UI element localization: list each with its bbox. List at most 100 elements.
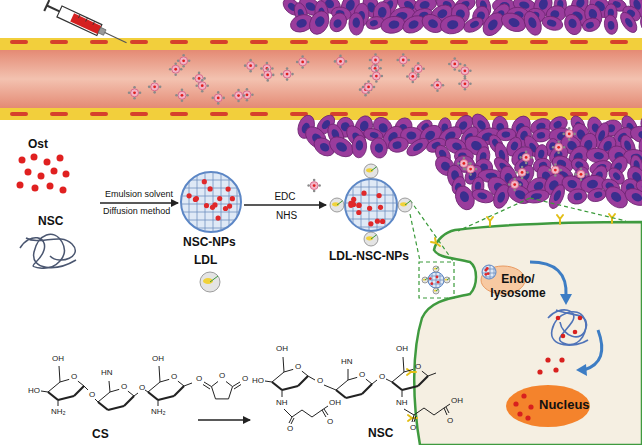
drawing-part bbox=[153, 91, 156, 94]
drawing-part bbox=[371, 235, 377, 239]
atom-label: HN bbox=[341, 358, 353, 367]
drawing-part bbox=[525, 162, 528, 165]
arrowheads bbox=[560, 294, 587, 376]
drawing-part bbox=[217, 91, 220, 94]
drawing-part bbox=[369, 59, 372, 62]
drawing-part bbox=[159, 86, 162, 89]
drawing-part bbox=[436, 84, 439, 87]
drawing-part bbox=[370, 75, 373, 78]
tumor-cell-nucleus bbox=[573, 192, 583, 201]
carrier-particle bbox=[515, 166, 529, 180]
tumor-cell bbox=[586, 187, 607, 203]
drawing-part bbox=[458, 83, 461, 86]
drawing-part bbox=[436, 272, 437, 288]
bond bbox=[346, 394, 362, 398]
drawing-part bbox=[198, 72, 201, 75]
drawing-part bbox=[229, 172, 230, 232]
bond bbox=[48, 382, 60, 392]
drug-dot bbox=[380, 219, 385, 224]
bond bbox=[60, 379, 69, 382]
drawing-part bbox=[381, 75, 384, 78]
atom-label: O bbox=[139, 384, 145, 393]
tumor-cell-body bbox=[622, 185, 642, 209]
drawing-part bbox=[482, 265, 483, 279]
bond bbox=[283, 357, 284, 372]
atom-label: NH bbox=[276, 399, 288, 408]
bond bbox=[324, 409, 328, 415]
bond bbox=[418, 376, 428, 386]
drawing-part bbox=[460, 159, 468, 167]
tumor-cell-body bbox=[586, 187, 607, 203]
bond bbox=[434, 408, 444, 415]
drawing-part bbox=[458, 70, 461, 73]
drawing-part bbox=[469, 168, 472, 171]
drawing-part bbox=[513, 178, 516, 181]
bond bbox=[178, 381, 184, 386]
drawing-part bbox=[301, 61, 304, 64]
drawing-part bbox=[249, 59, 252, 62]
drawing-part bbox=[237, 94, 240, 97]
drawing-part bbox=[286, 78, 289, 81]
carrier-particle bbox=[562, 127, 576, 141]
bond bbox=[402, 390, 403, 397]
bond bbox=[145, 390, 148, 392]
drawing-part bbox=[249, 64, 252, 67]
drawing-part bbox=[453, 68, 456, 71]
carrier-particle bbox=[369, 53, 383, 67]
bond bbox=[366, 379, 372, 384]
drawing-part bbox=[368, 67, 371, 70]
drawing-part bbox=[345, 195, 397, 196]
drawing-part bbox=[374, 64, 377, 67]
drawing-part bbox=[393, 179, 394, 231]
tumor-cell-nucleus bbox=[446, 19, 459, 30]
drawing-part bbox=[573, 133, 576, 136]
drawing-part bbox=[177, 60, 180, 63]
drawing-part bbox=[585, 173, 588, 176]
receptors bbox=[407, 214, 615, 421]
drawing-part bbox=[442, 84, 445, 87]
drug-dot bbox=[361, 191, 366, 196]
drawing-part bbox=[518, 168, 526, 176]
bond bbox=[362, 384, 372, 394]
drug-dots bbox=[556, 316, 583, 339]
drawing-part bbox=[280, 73, 283, 76]
drawing-part bbox=[464, 64, 467, 67]
drawing-part bbox=[266, 62, 269, 65]
bond bbox=[403, 357, 404, 372]
syringe bbox=[44, 0, 129, 48]
drug-dot bbox=[378, 205, 383, 210]
carrier-particle bbox=[448, 57, 462, 71]
tumor-cell-body bbox=[439, 13, 467, 35]
bond bbox=[308, 376, 315, 380]
tumor-cell bbox=[521, 9, 545, 38]
drawing-part bbox=[522, 153, 530, 161]
carrier-particle bbox=[169, 62, 183, 76]
carrier-particle bbox=[261, 68, 275, 82]
drawing-part bbox=[412, 81, 415, 84]
atom-label: O bbox=[121, 383, 127, 392]
carrier-particle bbox=[211, 91, 225, 105]
drug-dot bbox=[429, 277, 432, 280]
drawing-part bbox=[180, 68, 183, 71]
bond bbox=[226, 382, 233, 387]
bond bbox=[412, 415, 414, 422]
atom-label: O bbox=[287, 425, 293, 434]
tumor-cell bbox=[306, 8, 333, 38]
bond bbox=[404, 409, 414, 415]
drawing-part bbox=[412, 70, 415, 73]
drawing-part bbox=[210, 276, 218, 282]
drawing-part bbox=[461, 80, 469, 88]
arrow-label: Emulsion solvent bbox=[105, 190, 173, 200]
drawing-part bbox=[286, 73, 289, 76]
carrier-particle bbox=[296, 55, 310, 69]
drawing-part bbox=[555, 143, 563, 151]
vessel-wall bbox=[0, 38, 642, 50]
drug-dot bbox=[375, 219, 380, 224]
bond bbox=[148, 392, 158, 400]
drawing-part bbox=[436, 89, 439, 92]
ldl-particle bbox=[433, 288, 439, 294]
figure-node: LDL bbox=[186, 254, 234, 294]
drawing-part bbox=[211, 97, 214, 100]
release-arrows bbox=[530, 262, 602, 370]
drawing-part bbox=[385, 179, 386, 231]
